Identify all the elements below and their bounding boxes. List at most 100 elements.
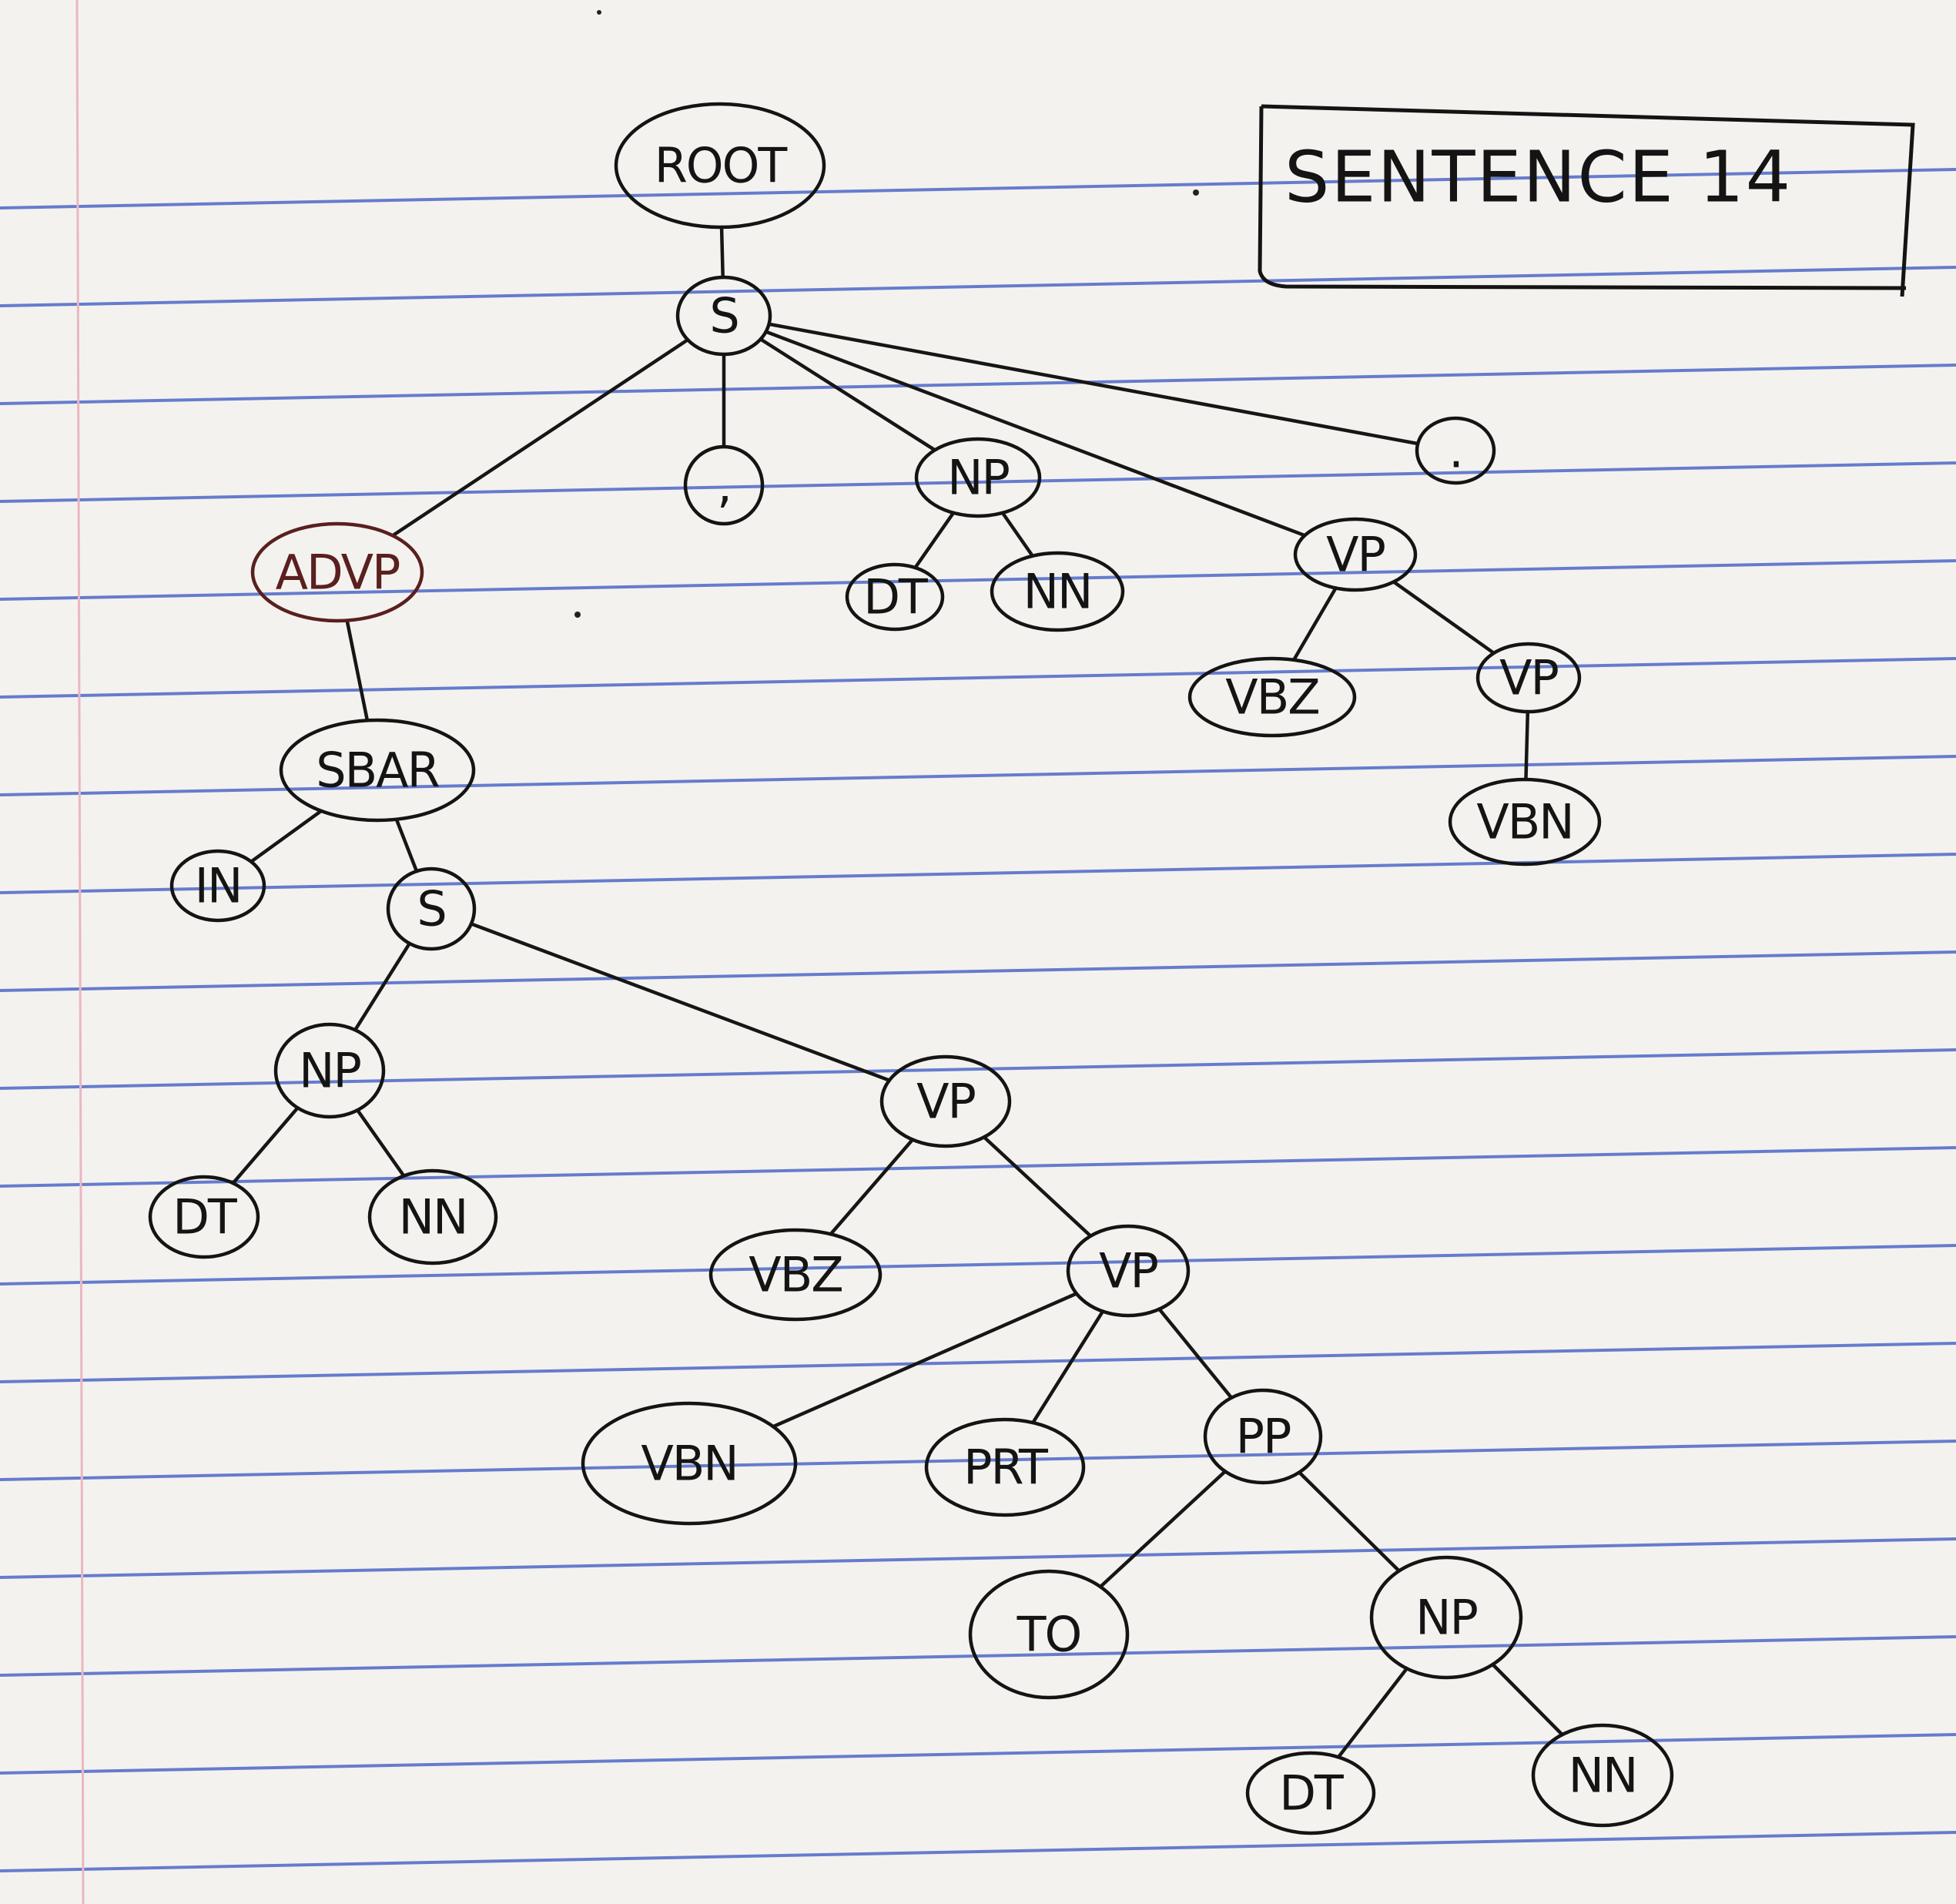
node-label: VBZ	[1225, 669, 1318, 726]
tree-edge-np3-nn3	[1491, 1662, 1564, 1737]
node-label: S	[417, 881, 445, 937]
node-ellipse	[1415, 416, 1496, 485]
tree-node-vbz1: VBZ	[1187, 656, 1357, 738]
node-label: VP	[1499, 650, 1558, 706]
tree-node-nn1: NN	[990, 551, 1125, 632]
tree-node-vbz2: VBZ	[708, 1228, 883, 1322]
node-ellipse	[1369, 1555, 1523, 1680]
tree-node-advp: ADVP	[250, 521, 424, 623]
ruled-line	[0, 559, 1956, 601]
tree-edge-root-s1	[719, 225, 725, 280]
node-label: VP	[1099, 1243, 1157, 1299]
tree-edge-np3-dt3	[1336, 1667, 1409, 1759]
pen-dot	[1193, 189, 1199, 196]
node-label: IN	[195, 858, 242, 914]
node-ellipse	[250, 521, 424, 623]
node-ellipse	[1448, 777, 1602, 867]
tree-node-period: .	[1415, 416, 1496, 485]
node-label: VBN	[641, 1436, 737, 1492]
node-ellipse	[845, 562, 945, 632]
ruled-line	[0, 461, 1956, 503]
node-ellipse	[1245, 1751, 1376, 1835]
tree-edge-vp3-vp4	[982, 1135, 1093, 1238]
ruled-line	[0, 1635, 1956, 1677]
pen-dot	[574, 612, 581, 618]
tree-node-nn2: NN	[367, 1168, 498, 1265]
ruled-line	[0, 1733, 1956, 1775]
ruled-line	[0, 1537, 1956, 1579]
tree-edge-np2-dt2	[231, 1106, 300, 1185]
tree-edge-sbar-s2	[394, 817, 419, 873]
parse-tree: ROOT S, NP. DT NN VP VBZ VP VBN ADVP SBAR IN S NP DT NN…	[148, 102, 1674, 1835]
tree-edge-sbar-in	[249, 809, 323, 863]
node-label: SBAR	[316, 742, 439, 799]
node-ellipse	[386, 867, 477, 951]
node-ellipse	[879, 1054, 1012, 1148]
ruled-line	[0, 853, 1956, 894]
tree-edge-s2-np2	[353, 941, 412, 1032]
node-label: VBZ	[749, 1247, 842, 1303]
tree-node-vp4: VP	[1066, 1224, 1191, 1318]
ruled-line	[0, 1831, 1956, 1872]
node-label: NN	[1569, 1748, 1637, 1804]
ruled-line	[0, 1146, 1956, 1188]
node-ellipse	[581, 1401, 798, 1526]
node-ellipse	[273, 1022, 386, 1119]
node-ellipse	[914, 437, 1042, 518]
tree-node-s2: S	[386, 867, 477, 951]
tree-edge-s1-period	[767, 322, 1420, 446]
node-label: NN	[1023, 564, 1092, 620]
tree-edge-np1-dt1	[913, 511, 956, 570]
node-label: NP	[299, 1043, 360, 1099]
node-ellipse	[614, 102, 826, 230]
tree-edge-s1-np1	[759, 337, 937, 452]
node-label: .	[1449, 423, 1462, 479]
node-label: NN	[399, 1189, 467, 1245]
tree-node-dt3: DT	[1245, 1751, 1376, 1835]
tree-edge-s1-advp	[390, 337, 690, 538]
tree-edge-s1-vp1	[764, 330, 1307, 538]
node-label: NP	[947, 450, 1009, 506]
node-ellipse	[1475, 642, 1582, 714]
tree-edge-np2-nn2	[355, 1108, 406, 1178]
diagram-title: SENTENCE 14	[1284, 136, 1792, 219]
tree-edge-s2-vp3	[469, 922, 892, 1082]
tree-node-vp3: VP	[879, 1054, 1012, 1148]
tree-edge-vp4-pp	[1157, 1307, 1234, 1400]
node-label: ADVP	[276, 545, 400, 601]
tree-node-s1: S	[675, 275, 772, 357]
node-label: S	[709, 288, 738, 344]
tree-node-to: TO	[968, 1569, 1130, 1700]
node-ellipse	[367, 1168, 498, 1265]
tree-edge-np1-nn1	[1000, 511, 1035, 558]
tree-node-root: ROOT	[614, 102, 826, 230]
tree-node-vbn1: VBN	[1448, 777, 1602, 867]
tree-node-np1: NP	[914, 437, 1042, 518]
tree-edge-pp-to	[1098, 1470, 1228, 1589]
tree-node-vp1: VP	[1293, 517, 1418, 592]
tree-edge-vp1-vp2	[1392, 580, 1496, 655]
tree-node-nn3: NN	[1531, 1723, 1674, 1828]
tree-edges	[231, 225, 1564, 1759]
node-ellipse	[708, 1228, 883, 1322]
tree-node-in: IN	[169, 849, 266, 923]
node-label: DT	[863, 569, 929, 625]
ruled-line	[0, 1440, 1956, 1481]
node-ellipse	[675, 275, 772, 357]
title-border	[1258, 104, 1915, 297]
tree-edge-vp3-vbz2	[829, 1138, 915, 1236]
ruled-lines	[0, 168, 1956, 1872]
tree-node-sbar: SBAR	[279, 718, 476, 823]
node-label: ROOT	[655, 138, 789, 194]
node-ellipse	[990, 551, 1125, 632]
tree-node-comma: ,	[683, 444, 765, 526]
ruled-line	[0, 1048, 1956, 1090]
node-label: PP	[1236, 1409, 1291, 1465]
node-label: DT	[1279, 1765, 1345, 1822]
node-ellipse	[1293, 517, 1418, 592]
tree-node-dt2: DT	[148, 1175, 260, 1259]
node-label: DT	[172, 1189, 238, 1245]
tree-node-dt1: DT	[845, 562, 945, 632]
node-ellipse	[968, 1569, 1130, 1700]
